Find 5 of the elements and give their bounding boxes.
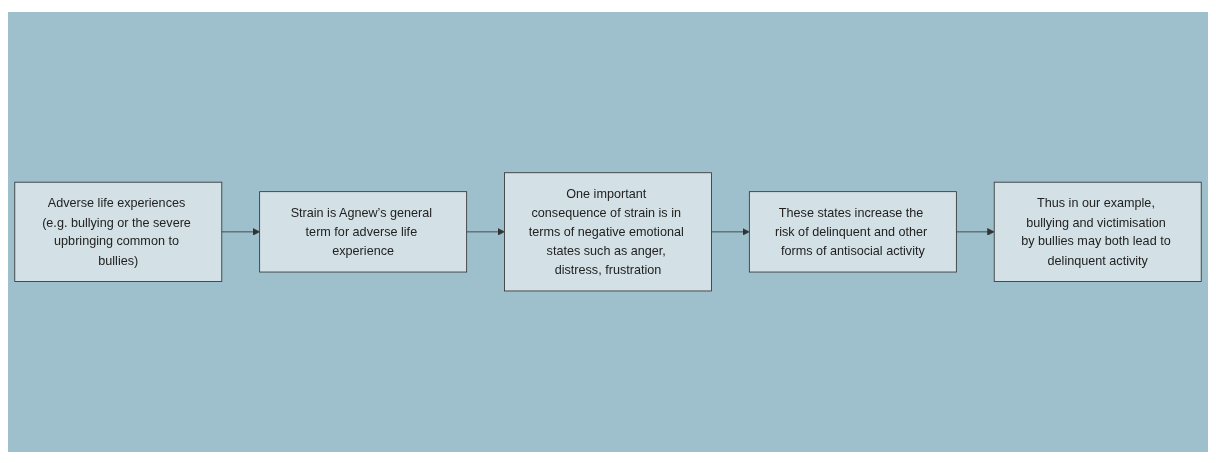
node-box: One important consequence of strain is in terms of negative emotional states such as anger, distress, frustration	[504, 172, 712, 292]
node-box: Strain is Agnew’s general term for adverse life experience	[259, 191, 468, 273]
node-box: Thus in our example, bullying and victimisation by bullies may both lead to delinquent activity	[993, 181, 1202, 283]
node-box: These states increase the risk of delinquent and other forms of antisocial activity	[748, 191, 957, 273]
node-box: Adverse life experiences (e.g. bullying or the severe upbringing common to bullies)	[14, 181, 223, 283]
